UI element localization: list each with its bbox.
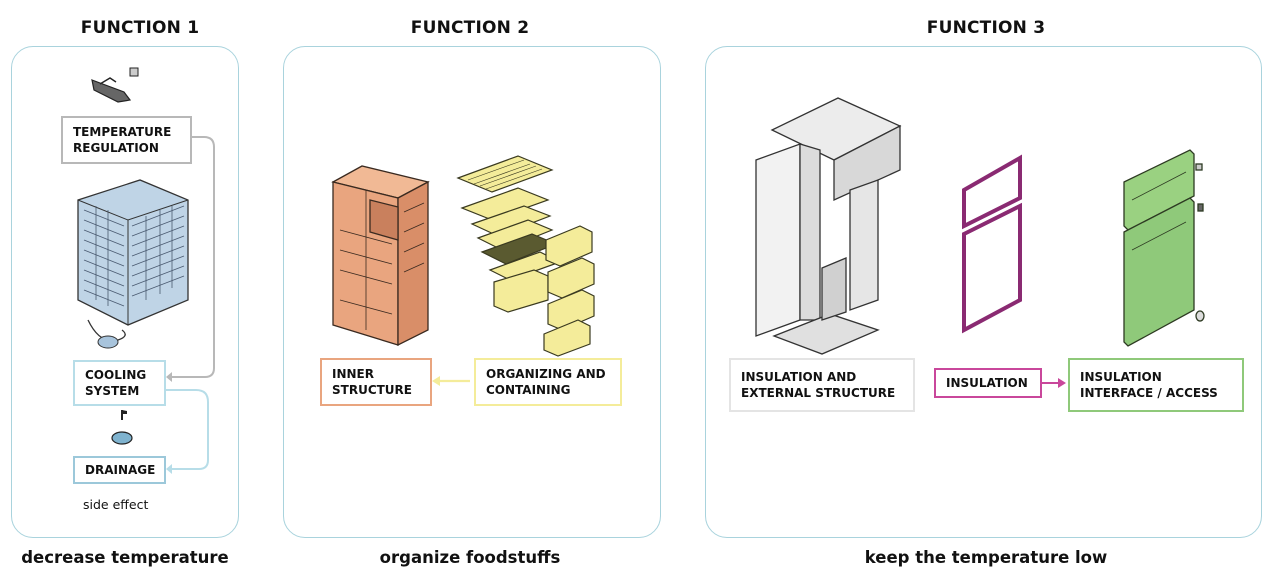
organizing-containing-box: ORGANIZING AND CONTAINING [474,358,622,406]
cooling-system-box: COOLING SYSTEM [73,360,166,406]
doors-illustration [1123,149,1205,347]
drainage-box: DRAINAGE [73,456,166,484]
insulation-external-structure-box: INSULATION AND EXTERNAL STRUCTURE [729,358,915,412]
temperature-regulation-box: TEMPERATURE REGULATION [61,116,192,164]
temp-to-cooling-connector [172,136,215,378]
organizing-containing-label: ORGANIZING AND CONTAINING [486,367,606,397]
function-3-caption: keep the temperature low [864,548,1108,567]
inner-structure-illustration [331,165,430,347]
shelves-bins-illustration [456,155,595,357]
insulation-label: INSULATION [946,376,1028,390]
evaporator-illustration [77,179,189,349]
temperature-regulation-label: TEMPERATURE REGULATION [73,125,172,155]
inner-structure-box: INNER STRUCTURE [320,358,432,406]
function-1-caption: decrease temperature [21,548,229,567]
external-structure-illustration [755,97,902,355]
drainage-label: DRAINAGE [85,463,156,477]
function-2-title: FUNCTION 2 [410,18,530,38]
inner-structure-label: INNER STRUCTURE [332,367,412,397]
cooling-to-drainage-connector [166,389,209,470]
insulation-interface-access-box: INSULATION INTERFACE / ACCESS [1068,358,1244,412]
cooling-system-label: COOLING SYSTEM [85,368,147,398]
drainage-illustration [111,410,133,445]
function-1-title: FUNCTION 1 [80,18,200,38]
function-2-caption: organize foodstuffs [379,548,561,567]
function-3-title: FUNCTION 3 [926,18,1046,38]
thermostat-illustration [91,67,139,103]
insulation-box: INSULATION [934,368,1042,398]
side-effect-note: side effect [83,497,149,512]
insulation-external-structure-label: INSULATION AND EXTERNAL STRUCTURE [741,370,896,400]
insulation-interface-access-label: INSULATION INTERFACE / ACCESS [1080,370,1218,400]
gasket-illustration [962,154,1022,334]
